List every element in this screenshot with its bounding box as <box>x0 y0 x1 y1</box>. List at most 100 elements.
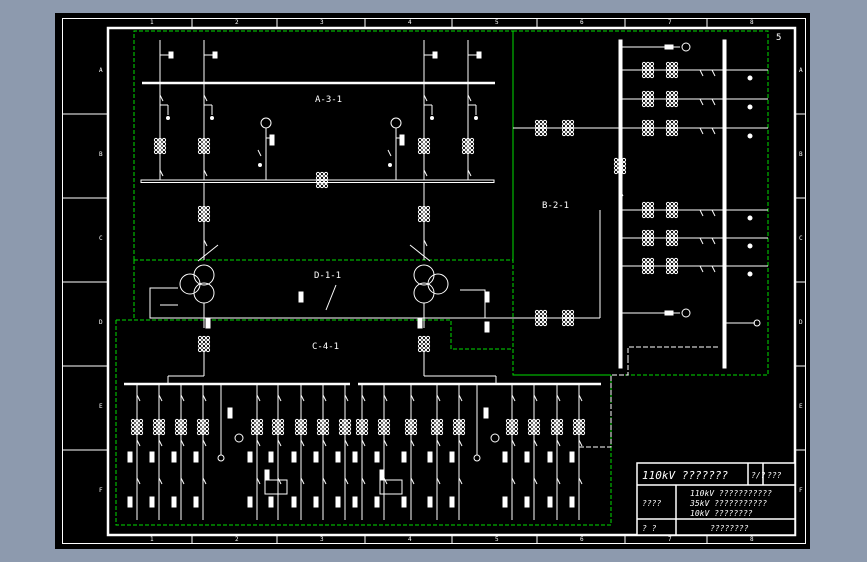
column-marker: 6 <box>580 19 584 26</box>
ct-coil <box>645 257 651 263</box>
surge-arrester-icon <box>171 451 177 463</box>
ct-coil <box>513 430 519 436</box>
ct-coil <box>197 343 203 349</box>
ct-coil <box>531 426 537 432</box>
ct-coil <box>641 241 647 247</box>
ct-coil <box>649 233 655 239</box>
ct-coil <box>554 418 560 424</box>
switch <box>256 477 261 485</box>
ct-coil <box>645 98 651 104</box>
region-label-c[interactable]: C-4-1 <box>312 342 339 352</box>
region-label-a[interactable]: A-3-1 <box>315 95 342 105</box>
ct-coil <box>320 418 326 424</box>
current-transformer-symbol <box>534 309 548 327</box>
ct-coil <box>430 422 436 428</box>
ct-coil <box>673 69 679 75</box>
current-transformer-symbol <box>452 418 466 436</box>
ct-coil <box>460 418 466 424</box>
ct-coil <box>649 229 655 235</box>
ct-coil <box>438 418 444 424</box>
interlink <box>579 360 629 448</box>
current-transformer-symbol <box>534 119 548 137</box>
surge-arrester-icon <box>193 496 199 508</box>
switch <box>511 394 516 402</box>
ct-coil <box>641 233 647 239</box>
ct-coil <box>649 205 655 211</box>
ct-coil <box>412 430 418 436</box>
ct-coil <box>201 343 207 349</box>
switch <box>699 237 704 245</box>
ct-coil <box>645 213 651 219</box>
column-marker: 3 <box>320 536 324 543</box>
fuse-icon <box>664 44 674 50</box>
surge-arrester-icon <box>379 469 385 481</box>
ct-coil <box>613 157 619 163</box>
ct-coil <box>404 422 410 428</box>
ct-coil <box>138 426 144 432</box>
ct-coil <box>323 171 329 177</box>
surge-arrester-icon <box>502 451 508 463</box>
line-trap-icon <box>476 51 482 59</box>
ct-coil <box>152 430 158 436</box>
switch <box>436 394 441 402</box>
ct-coil <box>617 169 623 175</box>
ct-coil <box>565 317 571 323</box>
ct-coil <box>161 145 167 151</box>
ct-coil <box>641 102 647 108</box>
ct-coil <box>572 430 578 436</box>
ct-coil <box>531 418 537 424</box>
region-label-b[interactable]: B-2-1 <box>542 201 569 211</box>
ct-coil <box>535 430 541 436</box>
region-label-d[interactable]: D-1-1 <box>314 271 341 281</box>
title-block-title: 110kV ??????? <box>642 469 728 482</box>
switch <box>256 439 261 447</box>
switch <box>158 394 163 402</box>
switch <box>410 477 415 485</box>
ct-coil <box>355 426 361 432</box>
ct-coil <box>542 123 548 129</box>
ct-coil <box>279 430 285 436</box>
ct-coil <box>323 183 329 189</box>
switch <box>423 239 428 247</box>
ct-coil <box>275 430 281 436</box>
current-transformer-symbol <box>641 119 655 137</box>
ct-coil <box>153 149 159 155</box>
ct-coil <box>430 418 436 424</box>
ct-coil <box>359 430 365 436</box>
switch <box>361 394 366 402</box>
ground-icon <box>474 116 478 120</box>
ct-coil <box>302 422 308 428</box>
ct-coil <box>434 426 440 432</box>
ct-coil <box>669 265 675 271</box>
ct-coil <box>201 217 207 223</box>
ct-coil <box>412 422 418 428</box>
ct-coil <box>338 418 344 424</box>
ct-coil <box>346 418 352 424</box>
ct-coil <box>645 261 651 267</box>
disconnector <box>203 94 208 102</box>
ct-coil <box>385 426 391 432</box>
ct-coil <box>673 98 679 104</box>
ct-coil <box>645 119 651 125</box>
ct-coil <box>542 321 548 327</box>
ct-coil <box>673 61 679 67</box>
ct-coil <box>649 127 655 133</box>
ct-coil <box>421 209 427 215</box>
load-icon <box>747 243 753 249</box>
ct-coil <box>534 127 540 133</box>
ct-coil <box>152 418 158 424</box>
ct-coil <box>572 422 578 428</box>
reactor-symbol <box>325 284 337 311</box>
ct-coil <box>157 149 163 155</box>
surge-arrester-icon <box>449 496 455 508</box>
title-block[interactable]: 110kV ??????? ?/? ??? ???? 110kV ???????… <box>636 462 796 536</box>
load-icon <box>747 104 753 110</box>
ct-coil <box>275 426 281 432</box>
ct-coil <box>534 131 540 137</box>
ct-coil <box>298 426 304 432</box>
ct-coil <box>513 418 519 424</box>
surge-arrester-icon <box>268 496 274 508</box>
